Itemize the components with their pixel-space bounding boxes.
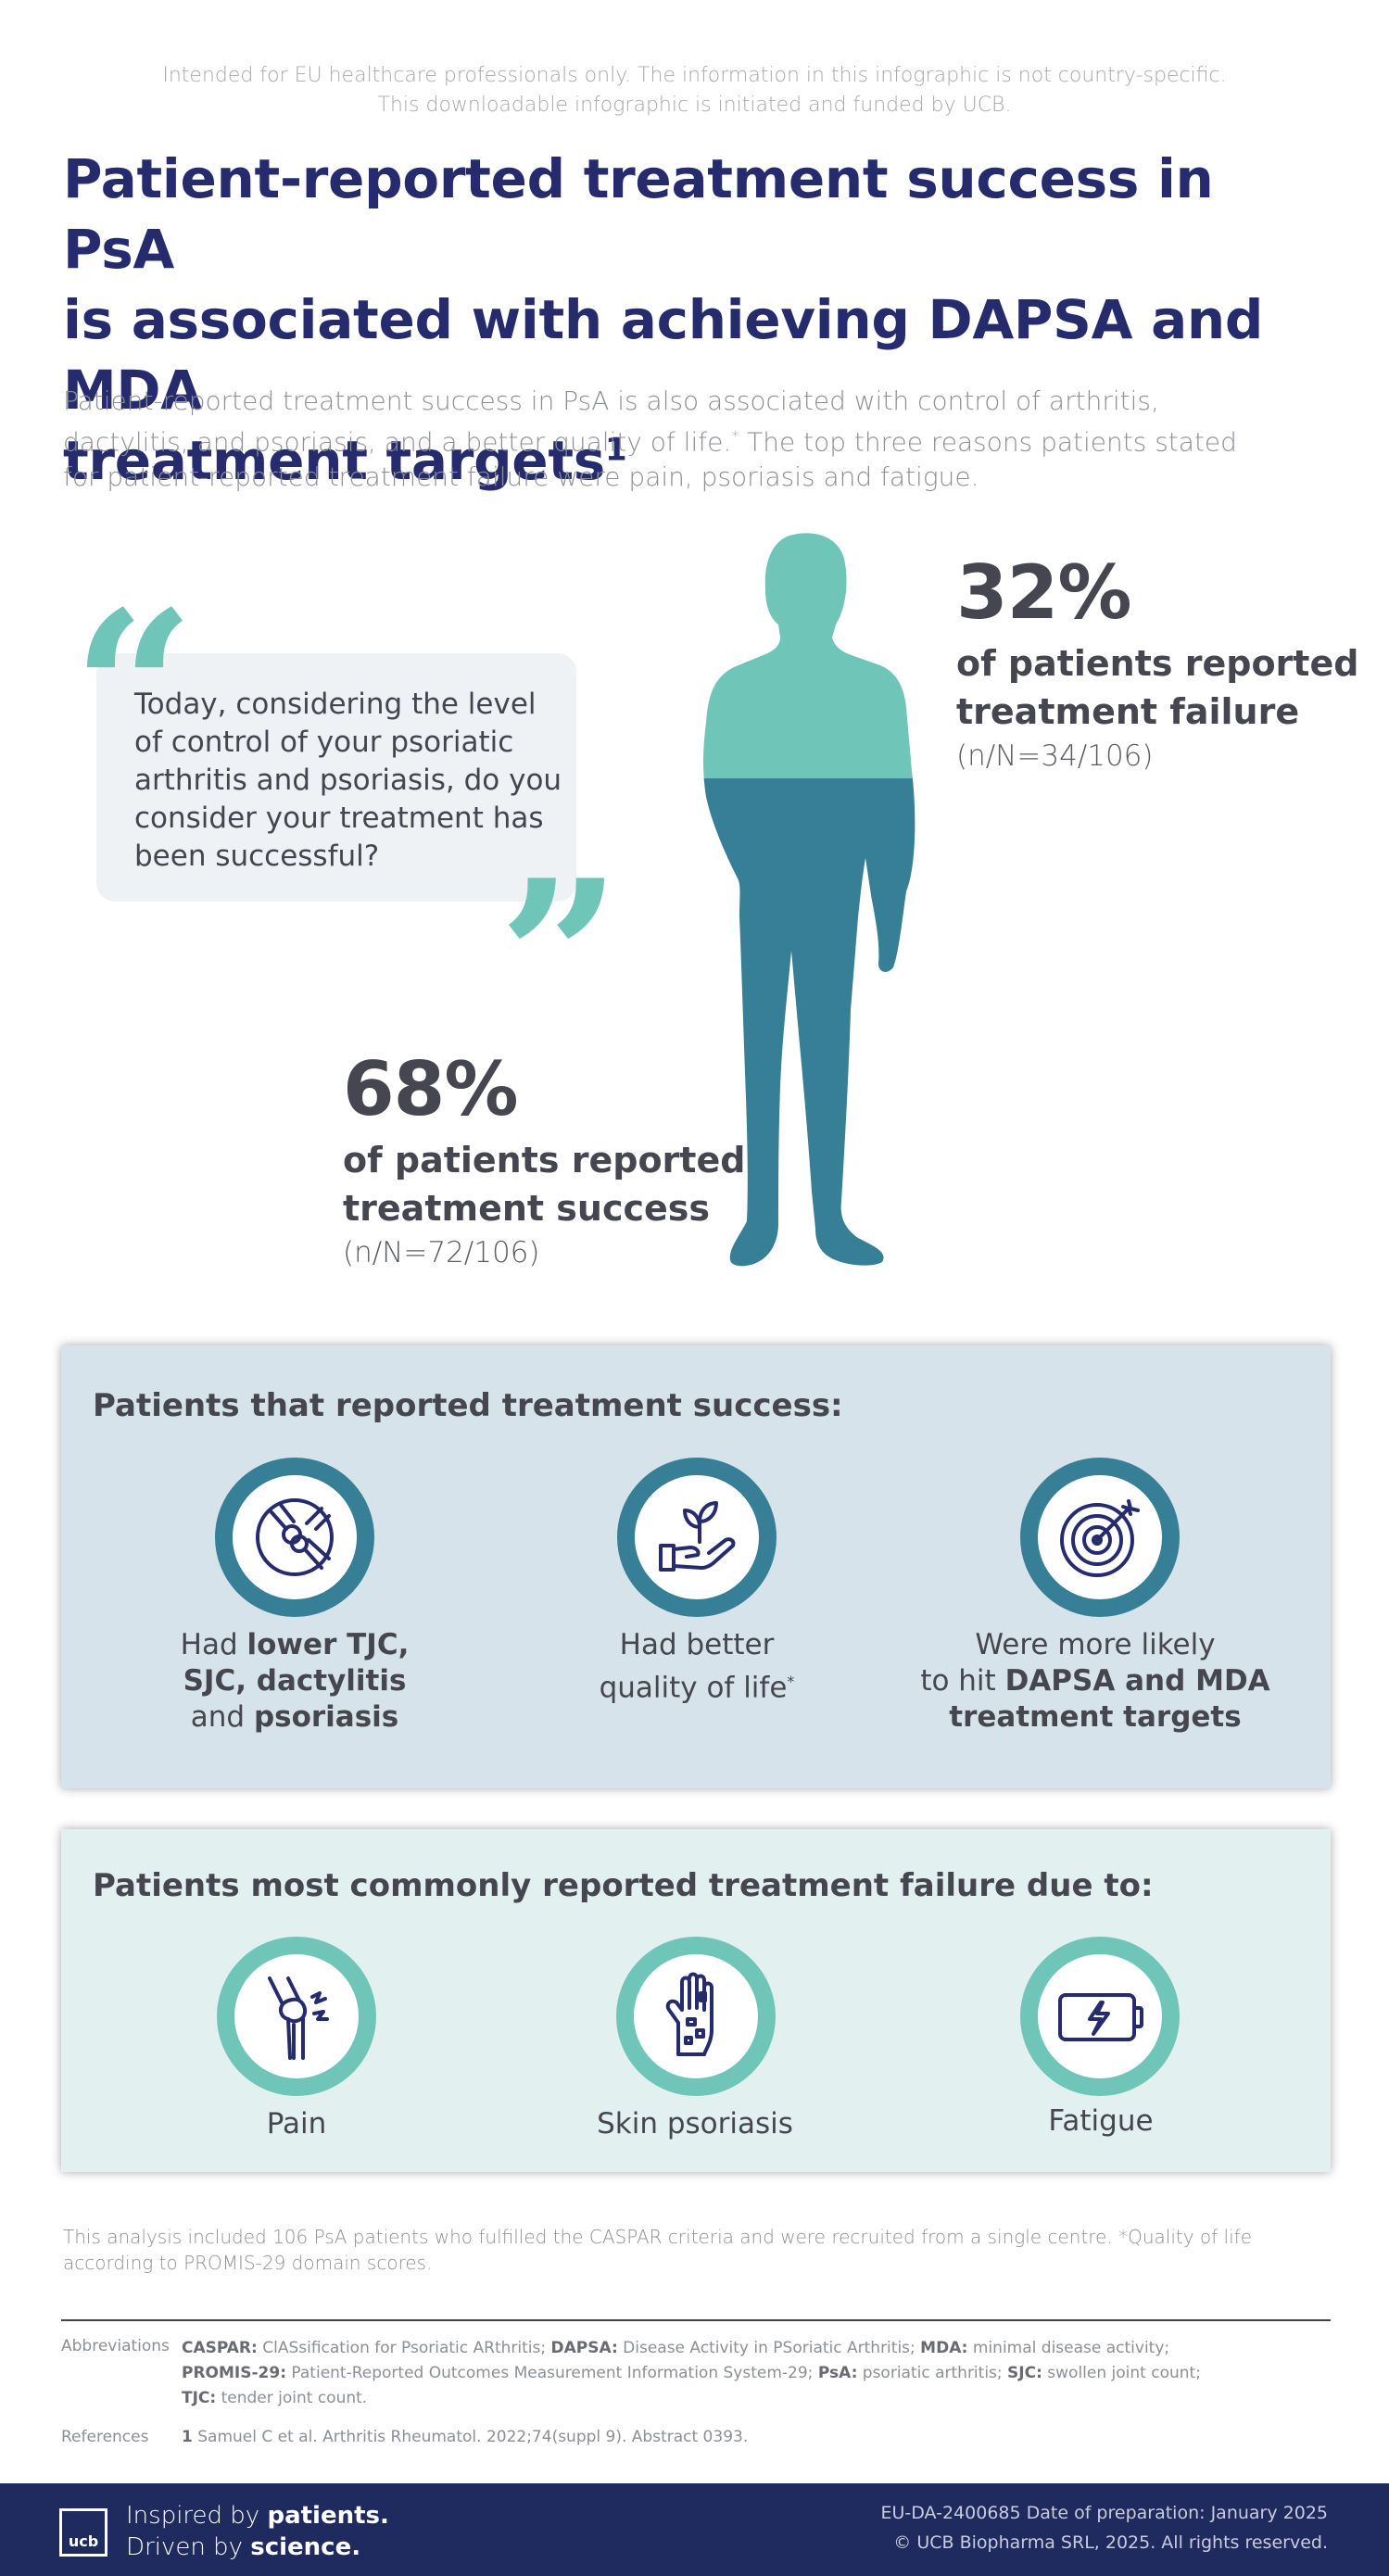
logo-text: ucb bbox=[68, 2532, 99, 2550]
knee-pain-icon-ring bbox=[217, 1937, 376, 2096]
abbr-term: MDA: bbox=[920, 2339, 968, 2357]
abbr-term: TJC: bbox=[182, 2389, 217, 2407]
tagline-2-pre: Driven by bbox=[126, 2533, 251, 2561]
caption-3-bold-1: DAPSA and MDA bbox=[1004, 1664, 1270, 1698]
failure-caption-1: Pain bbox=[266, 2107, 327, 2140]
abbreviations-text: CASPAR: ClASsification for Psoriatic ARt… bbox=[182, 2336, 1331, 2411]
disclaimer-line-1: Intended for EU healthcare professionals… bbox=[162, 64, 1227, 87]
caption-2-asterisk: * bbox=[787, 1673, 795, 1690]
divider bbox=[61, 2319, 1331, 2321]
caption-1-bold-2: SJC, dactylitis bbox=[183, 1664, 407, 1698]
quote-text: Today, considering the level of control … bbox=[134, 688, 562, 873]
lead-paragraph: Patient-reported treatment success in Ps… bbox=[63, 384, 1268, 495]
disclaimer-line-2: This downloadable infographic is initiat… bbox=[377, 94, 1012, 117]
failure-caption-3: Fatigue bbox=[1048, 2104, 1154, 2138]
lead-part-1: Patient-reported treatment success in Ps… bbox=[63, 385, 1159, 458]
caption-3-bold-2: treatment targets bbox=[949, 1700, 1242, 1734]
plant-in-hand-icon bbox=[659, 1501, 736, 1572]
legal-text: EU-DA-2400685 Date of preparation: Janua… bbox=[679, 2498, 1328, 2557]
abbr-def: psoriatic arthritis; bbox=[857, 2364, 1008, 2382]
lead-asterisk: * bbox=[731, 427, 739, 445]
abbr-term: CASPAR: bbox=[182, 2339, 258, 2357]
ucb-logo-icon: ucb bbox=[59, 2508, 107, 2557]
abbr-term: SJC: bbox=[1007, 2364, 1042, 2382]
title-reference: 1 bbox=[604, 431, 627, 469]
success-label-line-1: of patients reported bbox=[343, 1140, 746, 1181]
abbr-def: Patient-Reported Outcomes Measurement In… bbox=[286, 2364, 818, 2382]
failure-panel-title: Patients most commonly reported treatmen… bbox=[93, 1867, 1154, 1904]
references-text: 1 Samuel C et al. Arthritis Rheumatol. 2… bbox=[182, 2425, 1331, 2450]
success-n: (n/N=72/106) bbox=[343, 1236, 540, 1269]
title-line-3: treatment targets bbox=[63, 429, 605, 492]
abbr-term: PsA: bbox=[817, 2364, 858, 2382]
tagline-1-pre: Inspired by bbox=[126, 2502, 268, 2530]
joint-icon bbox=[256, 1498, 334, 1576]
legal-line-1: EU-DA-2400685 Date of preparation: Janua… bbox=[880, 2503, 1328, 2523]
caption-2-line-1: Had better bbox=[619, 1628, 775, 1661]
caption-1-bold-1: lower TJC, bbox=[246, 1628, 410, 1661]
low-battery-icon bbox=[1058, 1993, 1143, 2041]
caption-1-bold-3: psoriasis bbox=[253, 1700, 399, 1734]
abbr-def: Disease Activity in PSoriatic Arthritis; bbox=[617, 2339, 921, 2357]
title-line-1: Patient-reported treatment success in Ps… bbox=[63, 147, 1214, 281]
failure-n: (n/N=34/106) bbox=[956, 739, 1154, 773]
caption-1-mid: and bbox=[190, 1700, 254, 1734]
close-quote-mark: ” bbox=[499, 834, 622, 1084]
failure-stat: 32% of patients reported treatment failu… bbox=[956, 549, 1359, 774]
title-line-2: is associated with achieving DAPSA and M… bbox=[63, 288, 1264, 422]
person-silhouette-icon bbox=[703, 533, 915, 1267]
success-panel-title: Patients that reported treatment success… bbox=[93, 1387, 843, 1424]
hand-psoriasis-icon-ring bbox=[616, 1937, 776, 2096]
success-caption-1: Had lower TJC, SJC, dactylitis and psori… bbox=[130, 1627, 460, 1736]
reference-number: 1 bbox=[182, 2428, 193, 2446]
abbr-def: minimal disease activity; bbox=[967, 2339, 1170, 2357]
joint-icon-ring bbox=[215, 1458, 374, 1617]
tagline-1-bold: patients. bbox=[267, 2502, 389, 2530]
tagline-2-bold: science. bbox=[250, 2533, 361, 2561]
abbr-def: ClASsification for Psoriatic ARthritis; bbox=[257, 2339, 551, 2357]
study-footnote: This analysis included 106 PsA patients … bbox=[63, 2226, 1252, 2274]
caption-2-line-2: quality of life bbox=[599, 1671, 788, 1705]
target-icon-ring bbox=[1020, 1458, 1180, 1617]
reference-citation: Samuel C et al. Arthritis Rheumatol. 202… bbox=[192, 2428, 749, 2446]
tagline: Inspired by patients. Driven by science. bbox=[126, 2500, 389, 2563]
hand-psoriasis-icon bbox=[665, 1972, 713, 2056]
legal-line-2: © UCB Biopharma SRL, 2025. All rights re… bbox=[893, 2532, 1328, 2553]
plant-icon-ring bbox=[617, 1458, 777, 1617]
knee-pain-icon bbox=[268, 1976, 329, 2060]
success-label-line-2: treatment success bbox=[343, 1188, 711, 1229]
page-title: Patient-reported treatment success in Ps… bbox=[63, 144, 1342, 496]
success-stat: 68% of patients reported treatment succe… bbox=[343, 1046, 746, 1270]
success-percent: 68% bbox=[343, 1046, 518, 1132]
caption-1-pre: Had bbox=[180, 1628, 247, 1661]
footer: ucb Inspired by patients. Driven by scie… bbox=[0, 2483, 1389, 2576]
open-quote-mark: “ bbox=[72, 565, 196, 815]
success-caption-2: Had better quality of life* bbox=[534, 1627, 860, 1706]
abbr-def: swollen joint count; bbox=[1042, 2364, 1201, 2382]
abbr-term: DAPSA: bbox=[550, 2339, 618, 2357]
caption-3-pre: to hit bbox=[920, 1664, 1005, 1698]
failure-percent: 32% bbox=[956, 549, 1131, 636]
abbr-def: tender joint count. bbox=[216, 2389, 368, 2407]
caption-3-line-1: Were more likely bbox=[975, 1628, 1216, 1661]
failure-label-line-2: treatment failure bbox=[956, 691, 1300, 732]
success-caption-3: Were more likely to hit DAPSA and MDA tr… bbox=[908, 1627, 1282, 1736]
quote-box bbox=[96, 653, 576, 902]
abbr-term: PROMIS-29: bbox=[182, 2364, 286, 2382]
abbreviations-label: Abbreviations bbox=[61, 2337, 170, 2355]
failure-label-line-1: of patients reported bbox=[956, 643, 1359, 684]
failure-caption-2: Skin psoriasis bbox=[597, 2107, 793, 2140]
target-icon bbox=[1060, 1499, 1140, 1577]
references-label: References bbox=[61, 2428, 149, 2446]
battery-icon-ring bbox=[1020, 1937, 1180, 2096]
lead-part-2: The top three reasons patients stated fo… bbox=[63, 426, 1237, 493]
disclaimer: Intended for EU healthcare professionals… bbox=[0, 61, 1389, 120]
